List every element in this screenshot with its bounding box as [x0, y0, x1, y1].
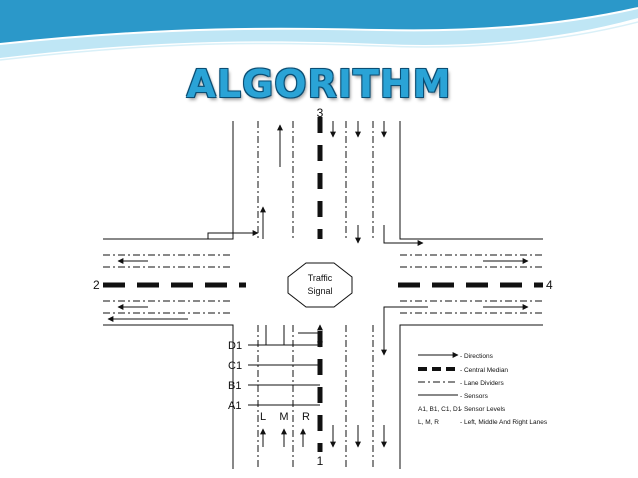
legend-text: - Central Median — [460, 367, 508, 374]
road-number-west: 2 — [93, 278, 100, 292]
legend-key: L, M, R — [418, 419, 439, 426]
sensor-level-label: A1 — [228, 400, 241, 412]
legend-text: - Sensor Levels — [460, 406, 506, 413]
traffic-signal: Traffic Signal — [287, 262, 353, 308]
lane-dividers — [103, 121, 543, 469]
intersection-diagram: Traffic Signal 3 2 4 1 D1 C1 B1 A1 L M R… — [88, 107, 558, 469]
signal-line-1: Traffic — [308, 273, 333, 283]
legend-key: A1, B1, C1, D1 — [418, 406, 462, 413]
header-wave-banner — [0, 0, 638, 61]
legend-text: - Sensors — [460, 393, 489, 400]
sensor-level-label: D1 — [228, 340, 242, 352]
legend-text: - Lane Dividers — [460, 380, 504, 387]
lane-label: R — [302, 411, 310, 423]
legend-text: - Directions — [460, 353, 494, 360]
slide-title: ALGORITHM — [186, 62, 452, 106]
road-number-north: 3 — [317, 107, 324, 120]
sensor-lines — [248, 325, 320, 406]
road-number-east: 4 — [546, 278, 553, 292]
direction-arrows — [107, 121, 529, 448]
lane-label: L — [260, 411, 266, 423]
road-number-south: 1 — [317, 454, 324, 468]
central-median — [103, 117, 543, 452]
lane-label: M — [279, 411, 288, 423]
signal-line-2: Signal — [307, 286, 332, 296]
road-edges — [103, 121, 543, 469]
sensor-level-label: C1 — [228, 360, 242, 372]
sensor-level-label: B1 — [228, 380, 241, 392]
legend-text: - Left, Middle And Right Lanes — [460, 419, 548, 426]
legend: - Directions - Central Median - Lane Div… — [418, 352, 548, 426]
